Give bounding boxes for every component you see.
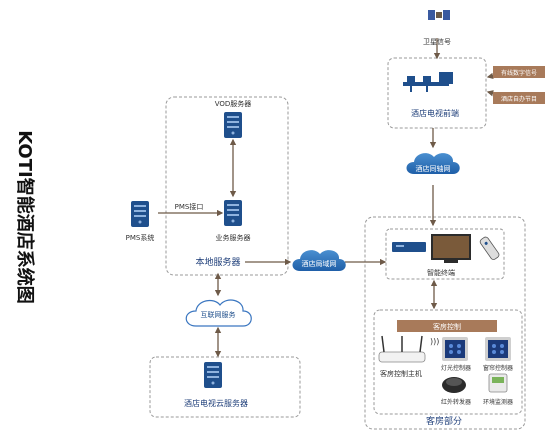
remote-icon [479, 236, 500, 260]
satellite-label: 卫星信号 [423, 37, 451, 46]
light-ctrl-label: 灯光控制器 [441, 364, 471, 372]
set-top-box-icon [392, 242, 426, 252]
pms-system-label: PMS系统 [126, 233, 155, 242]
title-block: KOTI智能酒店系统图 [14, 130, 36, 303]
input-tag-self [493, 92, 545, 104]
router-icon [378, 335, 426, 363]
curtain-controller-icon [485, 337, 511, 361]
page-title: KOTI智能酒店系统图 [14, 130, 36, 303]
pms-server-icon [131, 201, 149, 227]
ir-transmitter-icon [442, 377, 466, 393]
curtain-ctrl-label: 窗帘控制器 [483, 364, 513, 372]
input-tag-cable-label: 有线数字信号 [501, 69, 537, 77]
business-server-label: 业务服务器 [216, 233, 251, 242]
vod-server-icon [224, 112, 242, 138]
lan-cloud-label: 酒店局域网 [302, 259, 337, 268]
business-server-icon [224, 200, 242, 226]
env-detector-label: 环境监测器 [483, 398, 513, 406]
light-controller-icon [442, 337, 468, 361]
room-host-label: 客房控制主机 [380, 369, 422, 378]
room-control-box [373, 309, 523, 415]
input-tag-self-label: 酒店自办节目 [501, 95, 537, 103]
headend-icon [403, 72, 453, 92]
coax-cloud-label: 酒店同轴网 [416, 164, 451, 173]
ir-transmitter-label: 红外转发器 [441, 398, 471, 406]
wifi-signal-icon: ))) [430, 337, 439, 346]
satellite-icon [428, 10, 450, 20]
internet-cloud-icon [185, 299, 252, 327]
pms-interface-label: PMS接口 [175, 202, 204, 211]
local-server-box [165, 96, 289, 276]
connectors [158, 38, 513, 358]
cloud-server-box [149, 356, 301, 418]
room-control-tag [397, 320, 497, 332]
cloud-server-label: 酒店电视云服务器 [184, 398, 248, 408]
cloud-server-icon [204, 362, 222, 388]
guest-room-label: 客房部分 [426, 415, 462, 427]
headend-label: 酒店电视前端 [411, 108, 459, 118]
vod-label: VOD服务器 [215, 99, 252, 108]
internet-cloud-label: 互联网服务 [201, 310, 236, 319]
input-tag-cable [493, 66, 545, 78]
env-detector-icon [488, 373, 508, 393]
local-server-label: 本地服务器 [195, 256, 240, 268]
tv-icon [431, 234, 471, 263]
guest-room-box [364, 216, 526, 430]
smart-terminal-box [385, 228, 505, 280]
room-control-label: 客房控制 [433, 322, 461, 331]
smart-terminal-label: 智能终端 [427, 268, 455, 277]
